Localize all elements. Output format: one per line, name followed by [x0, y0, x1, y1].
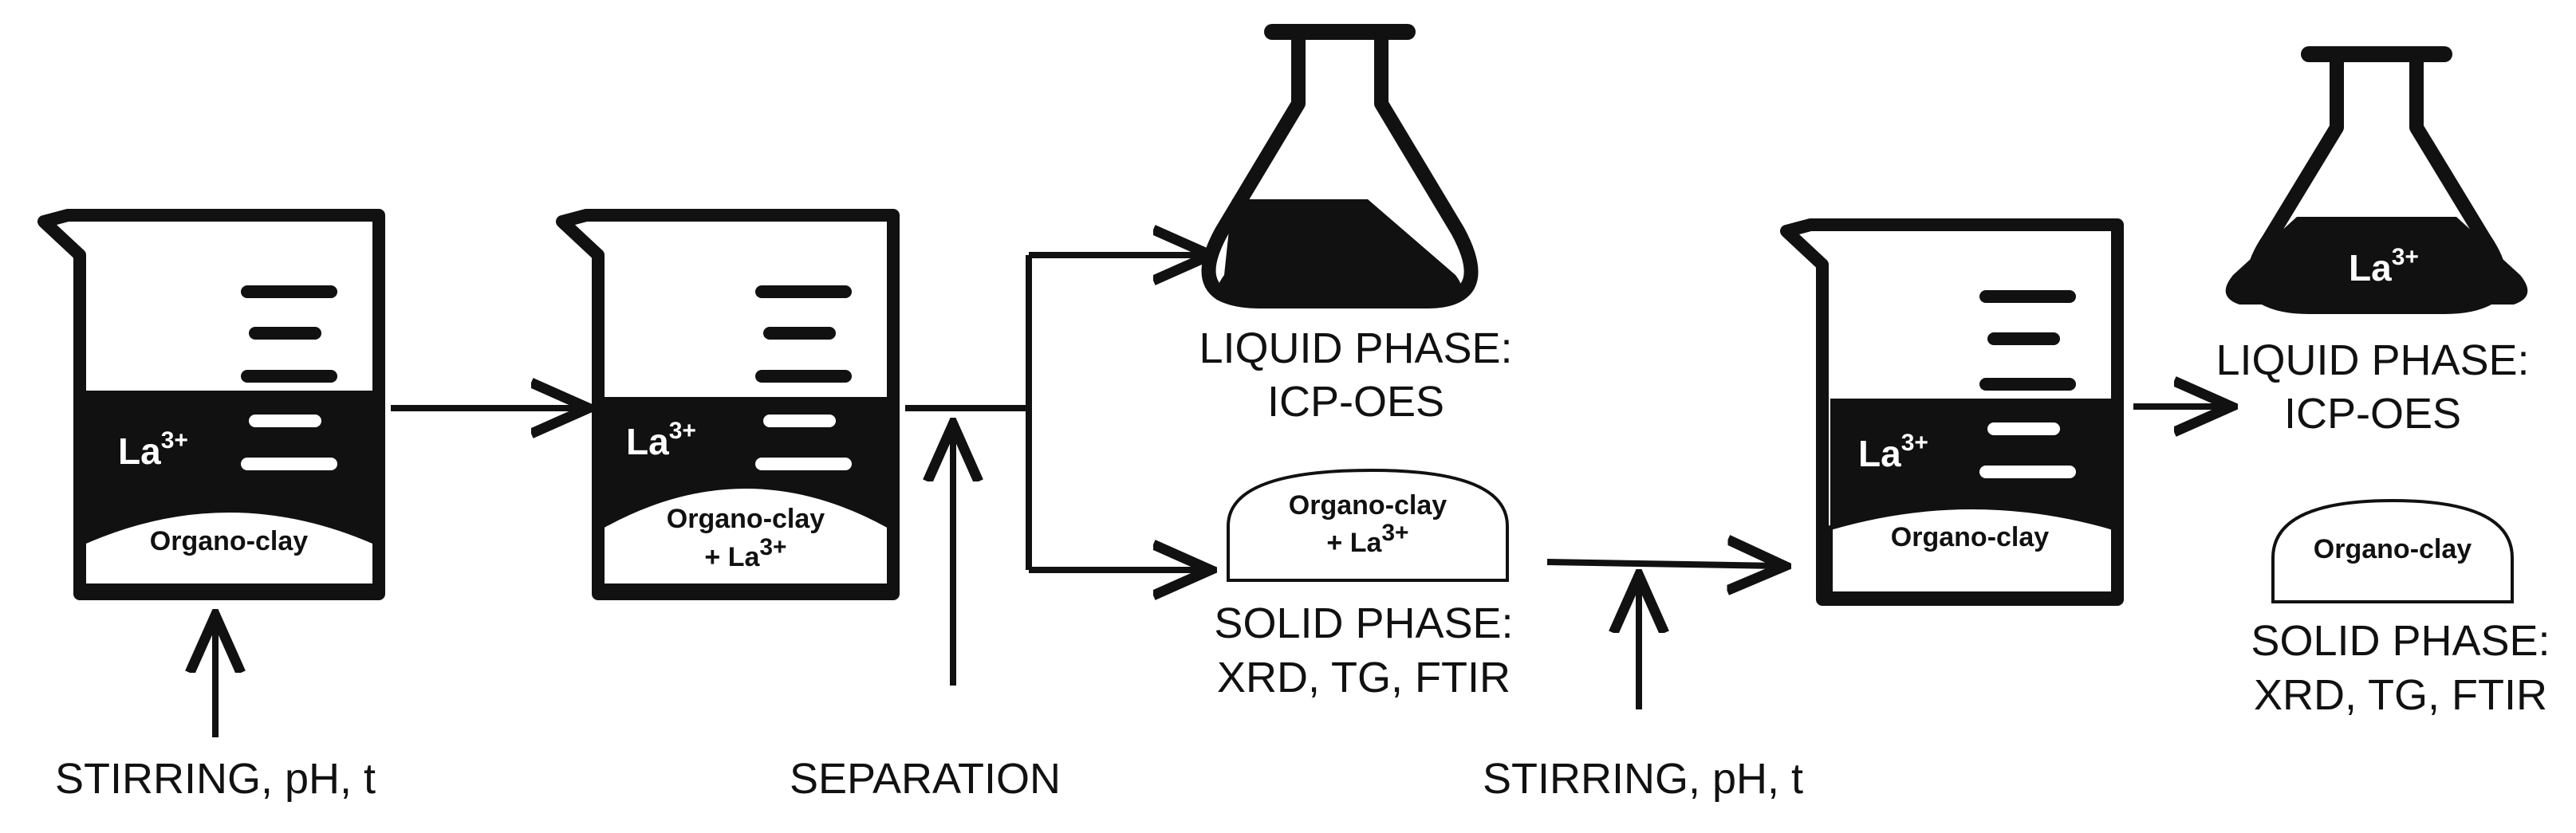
beaker-2-clay-label-line-1: Organo-clay [667, 504, 825, 534]
liquid-phase-1-line-1: LIQUID PHASE: [1199, 324, 1512, 372]
step-separation: SEPARATION [790, 755, 1061, 803]
arrow-solid-to-beaker3 [1546, 562, 1778, 566]
beaker-1-clay [81, 508, 377, 588]
step-stirring-2: STIRRING, pH, t [1483, 755, 1803, 803]
beaker-1-outline [37, 209, 385, 600]
flask-2: La3+ [2225, 46, 2528, 314]
solid-sample-1-line-1: Organo-clay [1289, 490, 1447, 521]
solid-sample-2: Organo-clay [2271, 498, 2514, 603]
flask-1 [1201, 24, 1479, 308]
solid-phase-1-line-1: SOLID PHASE: [1214, 599, 1513, 647]
beaker-3-ion-label: La3+ [1858, 430, 1928, 474]
solid-phase-2-line-2: XRD, TG, FTIR [2254, 671, 2547, 719]
liquid-phase-2-line-2: ICP-OES [2284, 390, 2461, 438]
solid-phase-2-line-1: SOLID PHASE: [2251, 617, 2550, 665]
step-stirring-1: STIRRING, pH, t [55, 755, 376, 803]
solid-phase-1-line-2: XRD, TG, FTIR [1217, 654, 1511, 701]
beaker-3-clay [1828, 505, 2116, 596]
flask-2-liquid [2225, 217, 2528, 305]
solid-sample-1-line-2: + La3+ [1326, 520, 1408, 558]
flask-2-outline [2247, 54, 2507, 314]
beaker-2-graduations [755, 285, 852, 470]
beaker-3-graduations [1979, 290, 2076, 478]
beaker-1-ion-label: La3+ [118, 427, 188, 472]
arrows [215, 255, 2225, 737]
solid-sample-2-label: Organo-clay [2314, 534, 2472, 564]
liquid-phase-2-line-1: LIQUID PHASE: [2216, 336, 2529, 384]
beaker-3-clay-label: Organo-clay [1891, 522, 2049, 552]
flask-1-liquid [1217, 199, 1463, 301]
beaker-1: La3+ Organo-clay [37, 209, 385, 600]
beaker-2-outline [556, 209, 900, 600]
beaker-2-clay [600, 484, 892, 588]
beaker-2: La3+ Organo-clay + La3+ [556, 209, 900, 600]
flask-2-ion-label: La3+ [2349, 244, 2419, 289]
beaker-3-outline [1780, 218, 2124, 606]
beaker-1-clay-label: Organo-clay [150, 526, 308, 556]
beaker-3: La3+ Organo-clay [1780, 218, 2124, 606]
liquid-phase-1-line-2: ICP-OES [1267, 378, 1444, 426]
solid-sample-1: Organo-clay + La3+ [1227, 468, 1509, 582]
beaker-2-ion-label: La3+ [626, 418, 696, 462]
beaker-2-clay-label-line-2: + La3+ [704, 534, 786, 572]
beaker-1-graduations [241, 285, 337, 470]
